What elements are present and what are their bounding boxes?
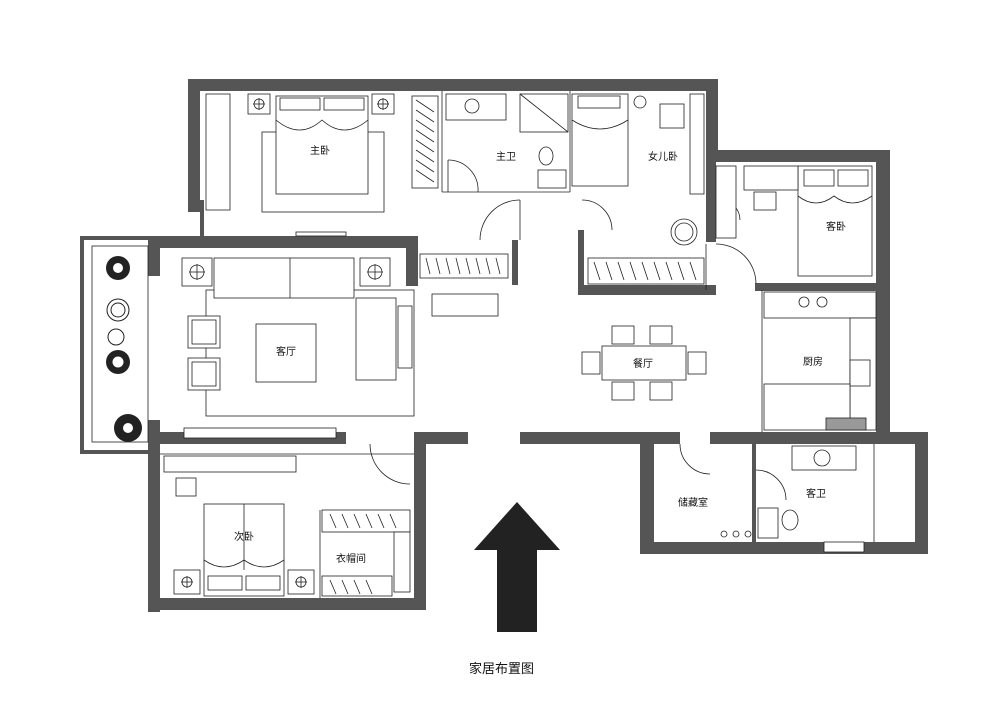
- dining-room: 餐厅: [581, 325, 707, 401]
- room-label-dining-room: 餐厅: [633, 357, 653, 370]
- guest-bedroom: 客卧: [715, 165, 873, 277]
- lamp-icon: [371, 93, 395, 115]
- door-swings: [369, 159, 787, 501]
- potted-plant-icon: [106, 256, 130, 280]
- daughter-room: 女儿卧: [571, 93, 705, 285]
- room-label-master-bath: 主卫: [496, 151, 516, 163]
- walk-in-closet: 衣帽间: [321, 509, 411, 597]
- potted-plant-icon: [107, 328, 125, 346]
- master-bedroom: 主卧: [205, 93, 439, 237]
- room-label-daughter-room: 女儿卧: [648, 150, 678, 163]
- lamp-icon: [359, 257, 391, 287]
- up-arrow-icon: [474, 502, 560, 632]
- guest-bath: 客卫: [757, 445, 865, 553]
- potted-plant-icon: [114, 414, 142, 442]
- second-bedroom: 次卧: [163, 455, 315, 597]
- room-label-storage-room: 储藏室: [678, 496, 708, 509]
- room-label-guest-bedroom: 客卧: [826, 220, 846, 233]
- room-label-walk-in-closet: 衣帽间: [336, 552, 366, 565]
- living-room: 客厅: [181, 253, 509, 439]
- room-label-guest-bath: 客卫: [806, 487, 826, 500]
- balcony: [91, 245, 149, 443]
- lamp-icon: [173, 569, 201, 595]
- lamp-icon: [287, 569, 315, 595]
- kitchen: 厨房: [763, 291, 877, 431]
- wardrobe: [411, 95, 439, 189]
- wardrobe: [587, 257, 705, 285]
- room-label-living-room: 客厅: [276, 345, 296, 358]
- walls: [80, 79, 928, 612]
- lamp-icon: [181, 257, 213, 287]
- room-label-master-bedroom: 主卧: [310, 144, 330, 157]
- master-bath: 主卫: [445, 93, 569, 189]
- room-label-second-bedroom: 次卧: [234, 530, 254, 543]
- storage-room: 储藏室: [678, 496, 752, 538]
- potted-plant-icon: [106, 298, 130, 322]
- room-label-kitchen: 厨房: [803, 355, 823, 368]
- lamp-icon: [247, 93, 271, 115]
- plan-title: 家居布置图: [468, 662, 534, 677]
- potted-plant-icon: [106, 350, 130, 374]
- partitions: [160, 91, 875, 598]
